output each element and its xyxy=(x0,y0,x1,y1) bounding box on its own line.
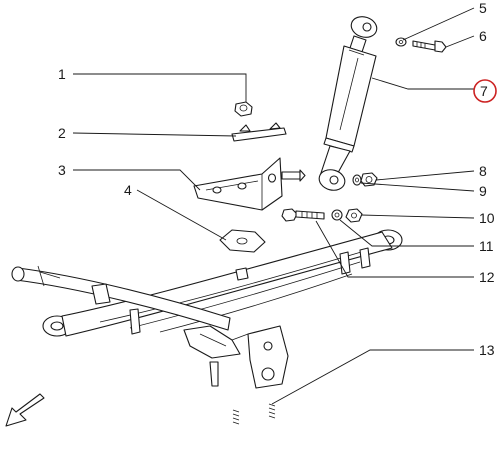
lower-nut xyxy=(360,172,378,187)
u-bolt xyxy=(232,403,276,449)
callout-7: 7 xyxy=(480,83,488,99)
callout-13: 13 xyxy=(479,342,495,358)
callout-12: 12 xyxy=(479,269,495,285)
part-4-pad xyxy=(219,229,266,253)
top-bolt xyxy=(412,40,447,53)
callout-1: 1 xyxy=(58,66,66,82)
leaf-spring xyxy=(42,229,403,337)
axle-mount-bracket xyxy=(183,325,289,389)
part-11-washer xyxy=(331,209,343,221)
part-2-plate xyxy=(231,122,287,142)
callout-2: 2 xyxy=(58,125,66,141)
shock-absorber xyxy=(318,16,378,191)
part-12-bolt xyxy=(281,208,325,222)
callout-4: 4 xyxy=(124,182,132,198)
callout-9: 9 xyxy=(479,183,487,199)
axle-tube xyxy=(11,265,231,331)
callout-11: 11 xyxy=(479,238,494,254)
callout-3: 3 xyxy=(58,162,66,178)
part-1-nut xyxy=(234,101,253,117)
leader-lines xyxy=(72,7,475,405)
part-3-bracket xyxy=(193,157,306,211)
lower-washer xyxy=(352,174,362,186)
callout-5: 5 xyxy=(479,0,487,16)
callout-6: 6 xyxy=(479,28,487,44)
callout-8: 8 xyxy=(479,163,487,179)
callout-10: 10 xyxy=(479,210,495,226)
part-10-nut xyxy=(345,208,363,223)
highlight-circle-7 xyxy=(473,79,497,103)
callout-labels: 1 2 3 4 5 6 7 8 9 10 11 12 13 xyxy=(58,0,495,358)
front-direction-arrow-icon xyxy=(5,393,45,427)
